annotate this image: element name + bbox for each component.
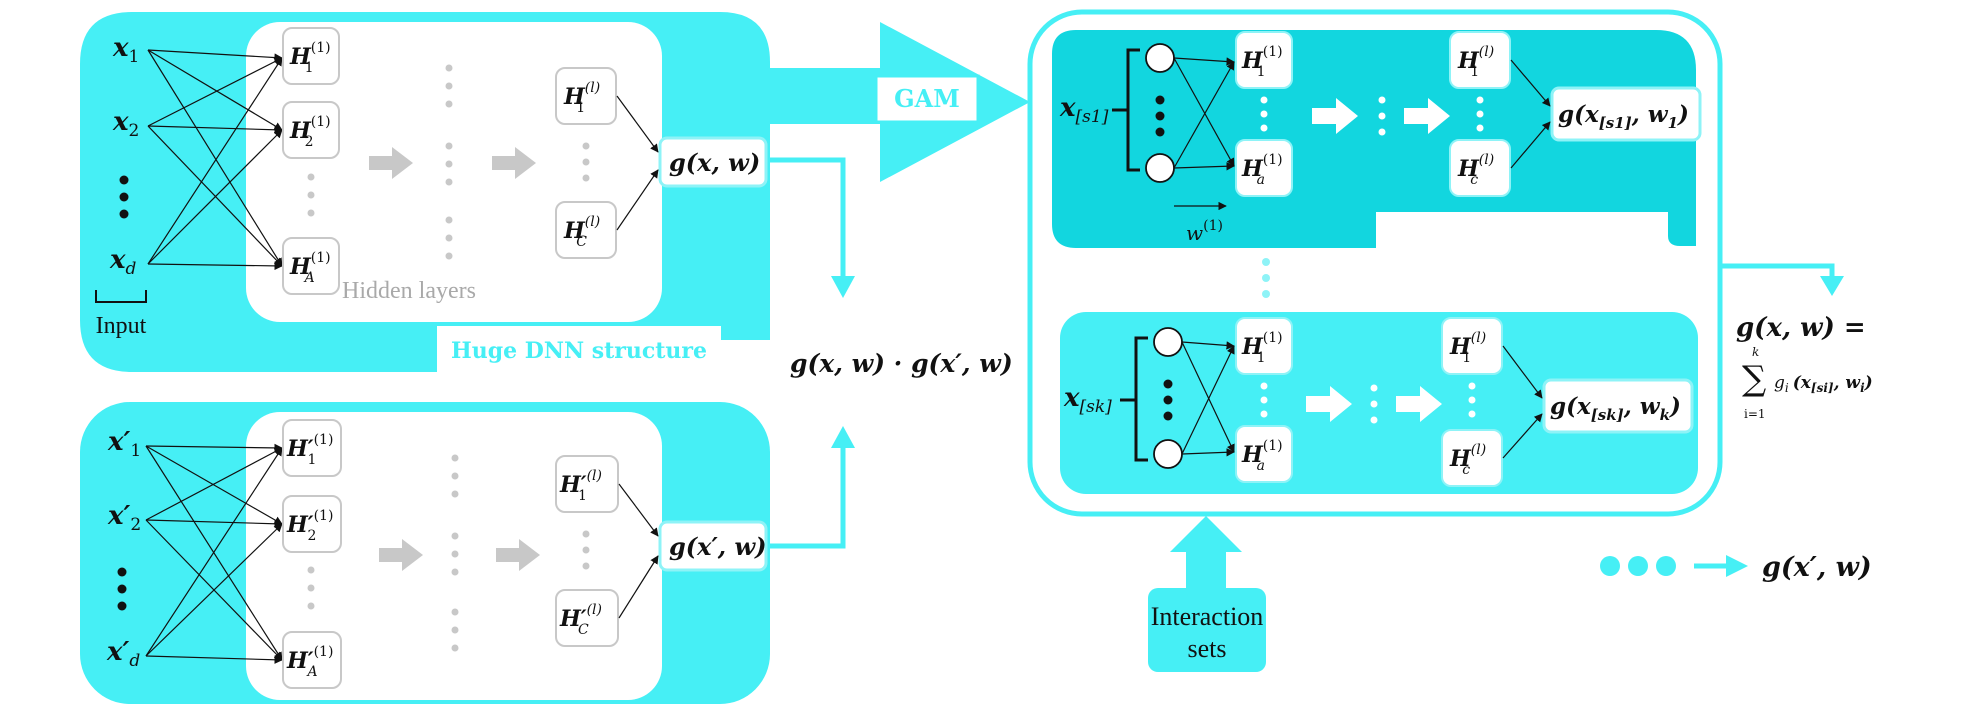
node-h1-1: H(1)1 (289, 40, 331, 76)
huge-dnn-label-box (437, 326, 721, 374)
bottom-gray-arrow-2 (496, 539, 540, 571)
subnetwork-ellipsis (1262, 258, 1270, 298)
subnet-bottom-input-node-2 (1153, 439, 1183, 469)
final-output-row: g(x′, w) (1600, 552, 1872, 583)
node-hA-1: H(1)A (289, 250, 331, 286)
bottom-middle-dots (451, 454, 459, 652)
subnet-top-input-node-2 (1145, 153, 1175, 183)
sum-term: gi(x[si], wi) (1774, 373, 1873, 395)
sum-upper: k (1752, 345, 1759, 359)
top-hidden-layer-l: H(l)1 H(l)C (555, 67, 617, 259)
subnet-bottom-input: x[sk] (1063, 383, 1112, 417)
input-ellipsis (119, 175, 129, 219)
gam-container: Shallow subnetwork x[s1] w(1) H(1)1 H(1)… (1027, 9, 1723, 517)
interaction-up-arrow (1170, 516, 1242, 590)
top-output-label: g(x, w) (669, 148, 760, 177)
top-gray-arrow-1 (369, 147, 413, 179)
bottom-gray-arrow-1 (379, 539, 423, 571)
bottom-output-label: g(x′, w) (669, 532, 767, 561)
top-input-connections (147, 49, 283, 271)
input-x1: x1 (112, 33, 139, 67)
input-bracket (95, 290, 147, 303)
top-output-box (658, 136, 768, 188)
product-formula: g(x, w) · g(x′, w) (790, 349, 1013, 378)
input-label: Input (96, 313, 147, 339)
subnet-top-input-node-1 (1145, 43, 1175, 73)
sum-connector (1720, 263, 1844, 296)
interaction-sets-line1: Interaction (1151, 602, 1264, 631)
subnet-bottom-bracket (1120, 336, 1148, 462)
gam-arrow: GAM (770, 22, 1030, 182)
bottom-dnn-panel: x′1 x′2 x′d H′(1)1 H′(1)2 H′(1)A (80, 402, 770, 704)
shallow-subnetwork-top: Shallow subnetwork x[s1] w(1) H(1)1 H(1)… (1052, 30, 1702, 248)
final-output-label: g(x′, w) (1762, 552, 1872, 583)
huge-dnn-label: Huge DNN structure (451, 338, 707, 364)
final-ellipsis (1600, 556, 1676, 576)
bottom-hidden-layer-l: H′(l)1 H′(l)C (555, 455, 619, 647)
interaction-sets-box (1148, 588, 1266, 672)
subnet-top-weight: w(1) (1186, 218, 1223, 245)
subnet-top-bracket (1112, 48, 1140, 172)
sigma-symbol: ∑ (1742, 359, 1766, 399)
subnet-top-output: g(x[s1], w1) (1558, 101, 1689, 132)
shallow-subnetwork-label: Shallow subnetwork (1398, 218, 1647, 244)
bottom-input-connections (145, 443, 283, 664)
subnet-top-input: x[s1] (1059, 93, 1109, 127)
interaction-sets: Interaction sets (1148, 516, 1266, 672)
gam-label: GAM (894, 84, 960, 113)
sum-lhs: g(x, w) = (1736, 313, 1866, 343)
input-x1-prime: x′1 (107, 427, 141, 461)
product-connectors (770, 157, 855, 549)
top-hidden-layer-1: H(1)1 H(1)2 H(1)A (282, 27, 340, 295)
sum-lower: i=1 (1744, 407, 1766, 421)
top-dnn-panel: Huge DNN structure Input Hidden layers x… (80, 12, 770, 374)
bottom-output-box (658, 520, 768, 572)
bottom-hidden-layer-1: H′(1)1 H′(1)2 H′(1)A (282, 419, 342, 689)
top-middle-dots (445, 64, 453, 260)
top-gray-arrow-2 (492, 147, 536, 179)
subnet-bottom-output: g(x[sk], wk) (1550, 393, 1681, 424)
input-xd: xd (109, 245, 137, 279)
bottom-input-ellipsis (117, 567, 127, 611)
shallow-subnetwork-bottom: x[sk] H(1)1 H(1)a H(l)1 H(l)c (1060, 312, 1698, 494)
bottom-output-connections (618, 483, 659, 619)
subnet-bottom-input-node-1 (1153, 327, 1183, 357)
top-output-connections (616, 95, 659, 231)
node-h2-1: H(1)2 (289, 114, 331, 150)
hidden-layers-label: Hidden layers (342, 278, 476, 304)
final-arrow-head (1726, 555, 1748, 577)
sum-rhs: ∑ k i=1 gi(x[si], wi) (1742, 345, 1873, 421)
interaction-sets-line2: sets (1188, 634, 1227, 663)
input-x2: x2 (112, 107, 139, 141)
